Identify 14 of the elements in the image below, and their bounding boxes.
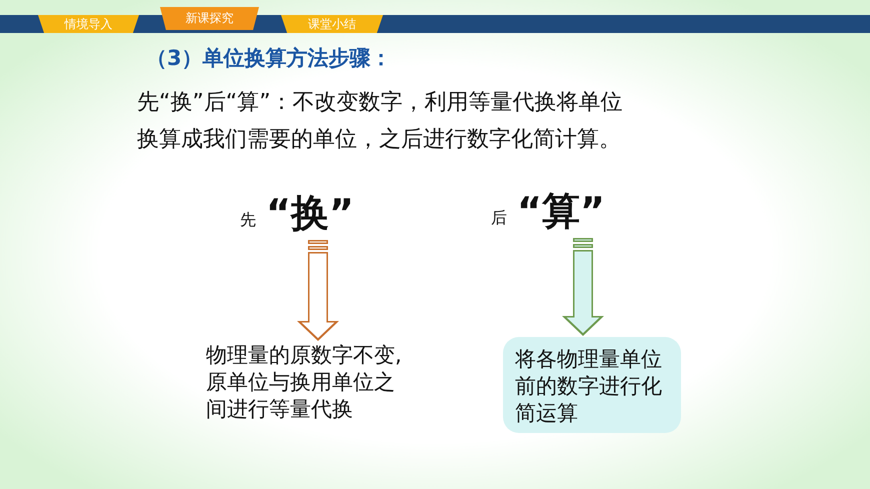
description-text: 物理量的原数字不变,原单位与换用单位之间进行等量代换 xyxy=(206,342,403,423)
nav-tab: 课堂小结 xyxy=(281,15,383,33)
nav-tab: 新课探究 xyxy=(160,7,259,30)
section-title: （3）单位换算方法步骤： xyxy=(146,45,392,72)
body-paragraph: 先“换”后“算”：不改变数字，利用等量代换将单位换算成我们需要的单位，之后进行数字化简计算。 xyxy=(137,89,624,154)
box-text: 将各物理量单位前的数字进行化简运算 xyxy=(515,346,663,427)
step-keyword: “算” xyxy=(517,190,605,232)
step-prefix: 先 xyxy=(240,210,256,231)
block-arrow xyxy=(297,240,339,341)
block-arrow xyxy=(562,238,604,336)
step-prefix: 后 xyxy=(491,208,507,229)
step-keyword: “换” xyxy=(266,192,354,234)
nav-tab: 情境导入 xyxy=(38,15,139,33)
rounded-box xyxy=(503,337,681,433)
